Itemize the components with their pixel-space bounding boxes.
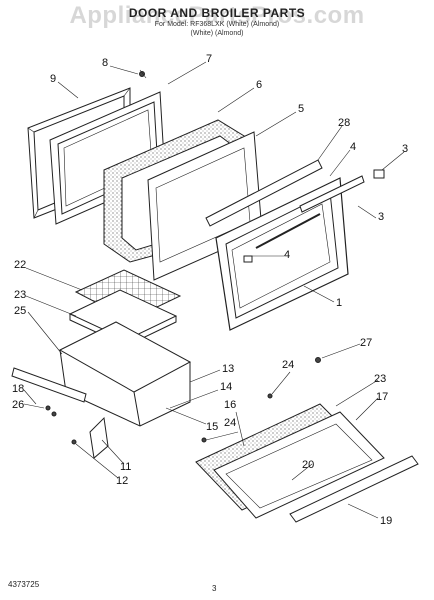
handle-strip-part-18 [289,455,419,523]
diagram-header: DOOR AND BROILER PARTS For Model: RF368L… [0,6,434,38]
callout-6: 6 [256,79,262,91]
callout-7: 7 [206,53,212,65]
callout-11: 11 [120,461,131,473]
handle-bar-part-2 [299,175,365,213]
callout-13: 13 [222,363,234,375]
callout-1: 1 [336,297,342,309]
callout-5: 5 [298,103,304,115]
screw-part-12 [71,439,77,445]
callout-17: 17 [376,391,388,403]
callout-26: 26 [12,399,24,411]
bracket-part-11 [89,416,109,459]
page-number: 3 [212,584,217,593]
callout-labels: 9 8 7 6 5 28 4 3 3 4 1 22 23 25 13 14 15… [12,53,408,527]
callout-3-lower: 4 [284,249,290,261]
document-number: 4373725 [8,580,40,589]
screws-parts-20-26 [45,405,57,417]
broiler-drawer-part-13 [58,321,192,427]
callout-25: 25 [14,305,26,317]
clip-part-3 [243,169,385,263]
callout-14: 14 [220,381,232,393]
callout-8: 8 [102,57,108,69]
callout-21: 22 [14,259,26,271]
callout-28: 28 [338,117,350,129]
callout-4: 4 [350,141,356,153]
door-rail-part-28 [205,159,323,227]
watermark: AppliancePartsPros.com [69,2,365,29]
callout-2: 3 [378,211,384,223]
drawer-front-part-17 [213,411,385,519]
door-assembly-part-1 [215,177,349,331]
screw-part-27 [315,357,321,363]
callout-24-lower: 24 [224,417,236,429]
screw-part-8 [139,69,147,79]
callout-3-top: 3 [402,143,408,155]
diagram-title: DOOR AND BROILER PARTS [128,6,306,20]
callout-23: 23 [374,373,386,385]
callout-12: 12 [116,475,128,487]
callout-27: 27 [360,337,372,349]
callout-18: 19 [380,515,392,527]
leader-lines [23,61,405,519]
diagram-subtitle-2: (White) (Almond) [190,30,244,37]
callout-9: 9 [50,73,56,85]
callout-20: 18 [12,383,24,395]
trim-strip-part-25 [11,367,87,403]
diagram-subtitle-1: For Model: RF368LXK (White) (Almond) [154,21,280,28]
callout-22: 23 [14,289,26,301]
callout-19: 20 [302,459,314,471]
callout-15: 15 [206,421,218,433]
callout-24-upper: 24 [282,359,294,371]
callout-16: 16 [224,399,236,411]
